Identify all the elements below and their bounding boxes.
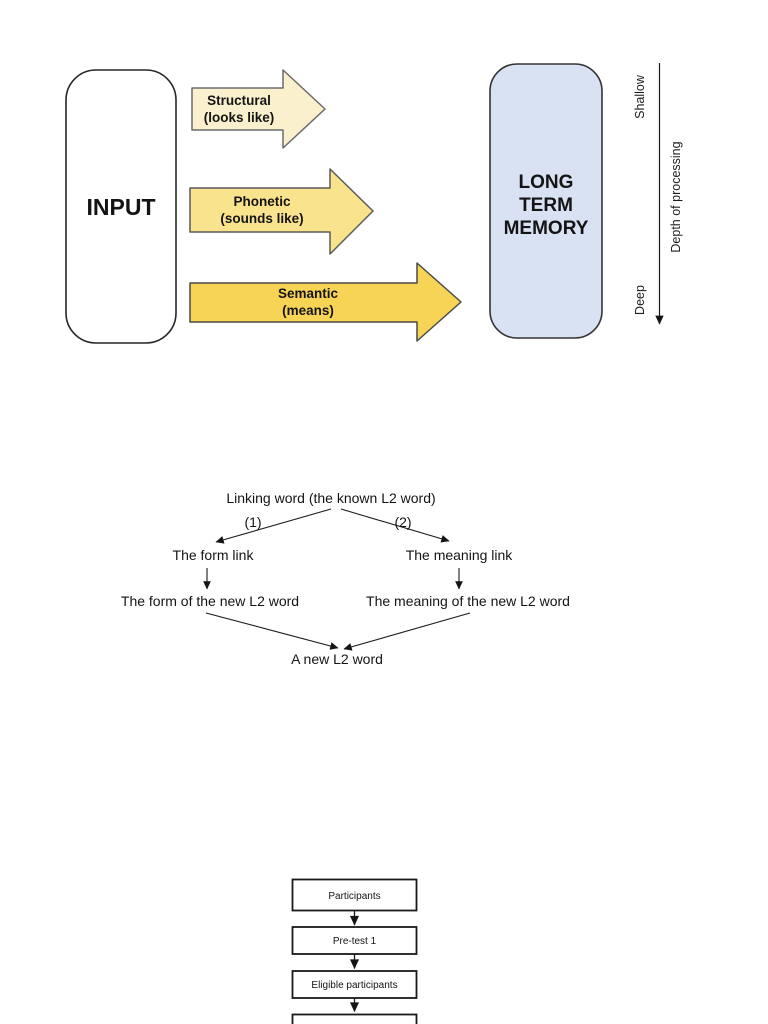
- ltm-label-line2: TERM: [519, 195, 573, 216]
- input-box: [65, 69, 177, 344]
- flow-box-participants: [291, 878, 418, 912]
- flow-box-cutoff: [291, 1013, 418, 1024]
- structural-arrow-label-line2: (looks like): [204, 110, 275, 125]
- form-of-new-word-node: The form of the new L2 word: [121, 593, 299, 609]
- figure-depth-of-processing: INPUT Structural (looks like) Phonetic (…: [65, 63, 683, 344]
- figure-linking-word-tree: Linking word (the known L2 word) (1) (2)…: [121, 490, 570, 667]
- semantic-arrow: Semantic (means): [189, 262, 462, 342]
- merge-line-right: [343, 612, 471, 651]
- structural-arrow: Structural (looks like): [191, 69, 326, 149]
- semantic-arrow-shape: [189, 262, 462, 342]
- long-term-memory-box: [489, 63, 603, 339]
- form-link-node: The form link: [173, 547, 255, 563]
- branch-1-number: (1): [244, 514, 261, 530]
- structural-arrow-shape: [191, 69, 326, 149]
- axis-depth-of-processing-label: Depth of processing: [669, 141, 683, 252]
- flow-box-pretest1-label: Pre-test 1: [333, 936, 377, 947]
- ltm-label-line3: MEMORY: [504, 218, 589, 239]
- semantic-arrow-label-line2: (means): [282, 303, 334, 318]
- merge-line-left: [205, 612, 339, 650]
- phonetic-arrow-label-line2: (sounds like): [220, 211, 303, 226]
- phonetic-arrow-shape: [189, 168, 374, 255]
- branch-2-number: (2): [394, 514, 411, 530]
- branch-line-2: [340, 508, 450, 543]
- meaning-link-node: The meaning link: [406, 547, 514, 563]
- input-label: INPUT: [87, 194, 156, 220]
- phonetic-arrow: Phonetic (sounds like): [189, 168, 374, 255]
- new-word-node: A new L2 word: [291, 651, 383, 667]
- flow-box-eligible-participants: [291, 970, 418, 999]
- axis-shallow-label: Shallow: [633, 74, 647, 119]
- ltm-label-line1: LONG: [519, 172, 574, 193]
- figure-participants-flowchart: Participants Pre-test 1 Eligible partici…: [291, 878, 418, 1024]
- semantic-arrow-label-line1: Semantic: [278, 286, 339, 301]
- meaning-of-new-word-node: The meaning of the new L2 word: [366, 593, 570, 609]
- axis-deep-label: Deep: [633, 285, 647, 315]
- linking-word-root: Linking word (the known L2 word): [226, 490, 435, 506]
- structural-arrow-label-line1: Structural: [207, 93, 271, 108]
- phonetic-arrow-label-line1: Phonetic: [233, 194, 290, 209]
- flow-box-eligible-participants-label: Eligible participants: [311, 980, 397, 991]
- branch-line-1: [215, 508, 332, 544]
- depth-axis: Shallow Deep Depth of processing: [633, 63, 683, 325]
- flow-box-participants-label: Participants: [328, 891, 380, 902]
